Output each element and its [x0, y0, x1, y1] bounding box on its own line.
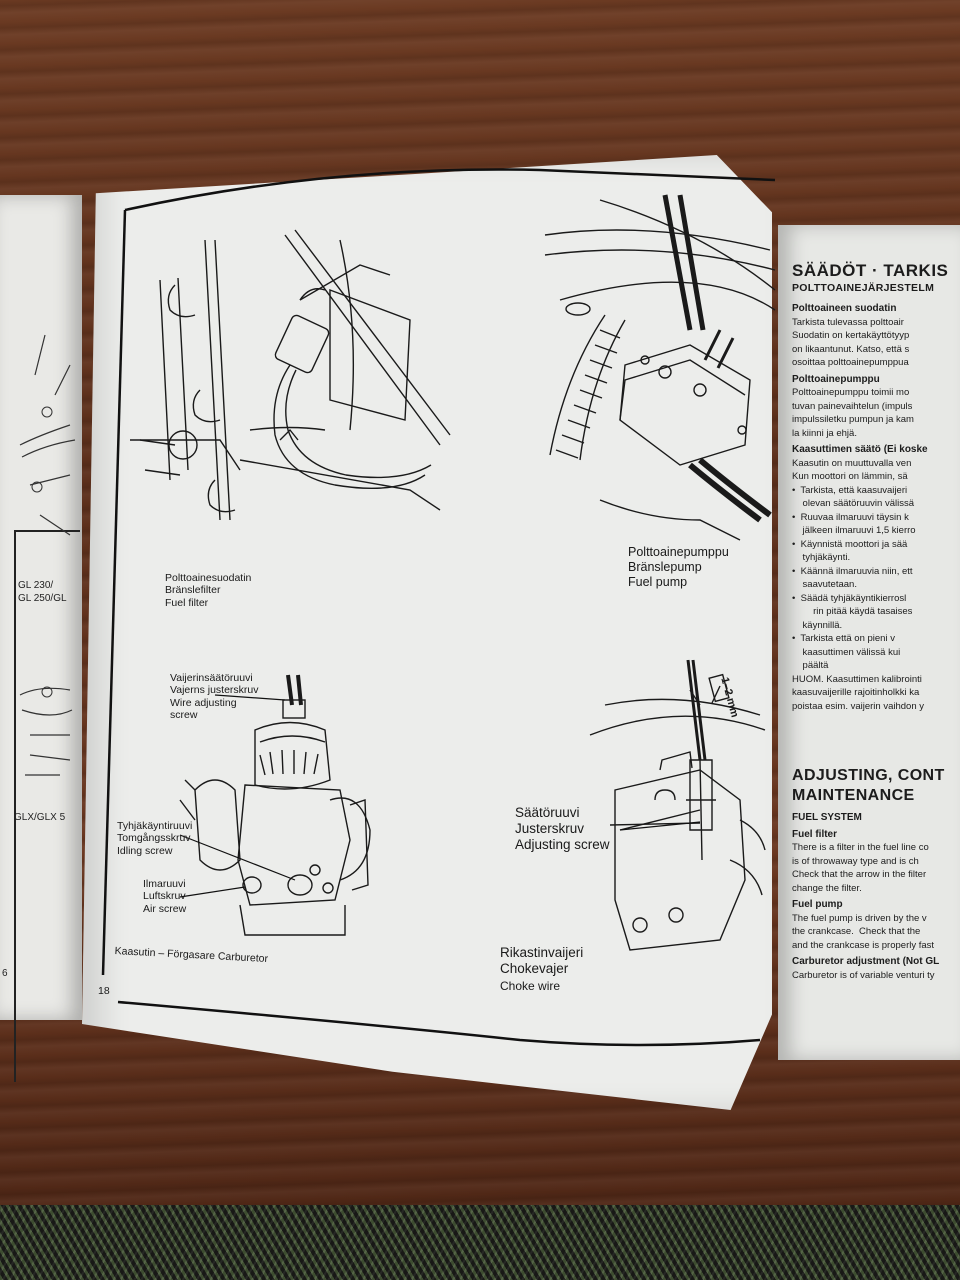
- left-label-gl250: GL 250/GL: [18, 593, 67, 604]
- frame-bottom-border: [117, 1000, 761, 1047]
- finnish-text-line: la kiinni ja ehjä.: [792, 427, 857, 439]
- finnish-text-line: • Käännä ilmaruuvia niin, ett: [792, 565, 913, 577]
- caption-fuel-filter: Polttoainesuodatin Bränslefilter Fuel fi…: [165, 572, 251, 609]
- frame-left-border: [101, 209, 127, 976]
- caption-adjusting-screw-sv: Justerskruv: [515, 820, 585, 836]
- finnish-text-line: tyhjäkäynti.: [792, 552, 851, 563]
- choke-wire-illustration: [589, 659, 766, 951]
- caption-choke-wire: Rikastinvaijeri Chokevajer Choke wire: [500, 945, 583, 993]
- fuel-pump-illustration: [544, 194, 776, 541]
- frame-top-border: [124, 168, 776, 212]
- center-page: [82, 155, 772, 1110]
- caption-choke-wire-fi: Rikastinvaijeri: [500, 945, 584, 960]
- finnish-text-line: on likaantunut. Katso, että s: [792, 343, 910, 355]
- caption-idling-screw-en: Idling screw: [117, 844, 173, 857]
- caption-fuel-filter-en: Fuel filter: [165, 596, 209, 609]
- caption-idling-screw-fi: Tyhjäkäyntiruuvi: [117, 820, 193, 832]
- finnish-text-line: impulssiletku pumpun ja kam: [792, 414, 914, 425]
- finnish-text-line: • Säädä tyhjäkäyntikierrosl: [792, 592, 907, 604]
- carpet: [0, 1205, 960, 1280]
- finnish-text-line: HUOM. Kaasuttimen kalibrointi: [792, 673, 922, 685]
- english-title-2: MAINTENANCE: [792, 787, 915, 804]
- finnish-text-line: Suodatin on kertakäyttötyyp: [792, 330, 910, 341]
- caption-wire-screw-en-2: screw: [170, 709, 198, 722]
- adjusting-screw-leader: [619, 821, 701, 831]
- right-page-title: SÄÄDÖT · TARKIS: [792, 261, 949, 280]
- caption-fuel-pump-fi: Polttoainepumppu: [628, 545, 729, 559]
- finnish-text-heading: Kaasuttimen säätö (Ei koske: [792, 444, 928, 455]
- finnish-text-line: saavutetaan.: [792, 579, 857, 590]
- finnish-text-line: jälkeen ilmaruuvi 1,5 kierro: [792, 525, 916, 536]
- english-text-heading: Fuel filter: [792, 828, 838, 840]
- left-page: GL 230/ GL 250/GL GLX/GLX 5 6: [0, 195, 82, 1082]
- english-text-line: change the filter.: [792, 882, 862, 894]
- caption-wire-screw-fi: Vaijerinsäätöruuvi: [170, 672, 253, 684]
- caption-fuel-filter-fi: Polttoainesuodatin: [165, 572, 252, 584]
- finnish-text-line: kaasuvaijerille rajoitinholkki ka: [792, 687, 920, 698]
- finnish-text-line: • Tarkista että on pieni v: [792, 633, 895, 644]
- english-text-heading: Fuel pump: [792, 899, 843, 910]
- left-label-gl230: GL 230/: [18, 580, 54, 591]
- finnish-text-line: käynnillä.: [792, 619, 843, 631]
- caption-fuel-pump: Polttoainepumppu Bränslepump Fuel pump: [628, 545, 729, 589]
- caption-wire-screw-en: Wire adjusting: [170, 696, 237, 709]
- finnish-text-line: • Tarkista, että kaasuvaijeri: [792, 484, 908, 496]
- right-page-subtitle: POLTTOAINEJÄRJESTELM: [792, 282, 935, 294]
- caption-adjusting-screw-en: Adjusting screw: [515, 836, 610, 852]
- english-text-line: There is a filter in the fuel line co: [792, 842, 929, 853]
- caption-choke-wire-en: Choke wire: [500, 978, 561, 993]
- left-label-glx: GLX/GLX 5: [14, 812, 66, 823]
- fuel-filter-illustration: [130, 229, 451, 521]
- finnish-text-line: päältä: [792, 660, 829, 671]
- english-text-line: and the crankcase is properly fast: [792, 939, 935, 951]
- carburetor-leader-lines: [179, 694, 296, 898]
- finnish-text-heading: Polttoaineen suodatin: [792, 303, 897, 314]
- finnish-text-line: • Käynnistä moottori ja sää: [792, 538, 908, 550]
- english-title-1: ADJUSTING, CONT: [792, 767, 945, 784]
- finnish-text-line: Kaasutin on muuttuvalla ven: [792, 457, 912, 469]
- right-page: SÄÄDÖT · TARKIS POLTTOAINEJÄRJESTELM Pol…: [778, 225, 960, 1060]
- finnish-text-line: osoittaa polttoainepumppua: [792, 357, 909, 368]
- finnish-text-heading: Polttoainepumppu: [792, 373, 880, 385]
- caption-fuel-pump-en: Fuel pump: [628, 574, 688, 589]
- center-page-number: 18: [98, 985, 110, 997]
- english-text-heading: Carburetor adjustment (Not GL: [792, 956, 940, 967]
- caption-air-screw-fi: Ilmaruuvi: [143, 878, 186, 890]
- english-text-heading: FUEL SYSTEM: [792, 812, 862, 823]
- finnish-text-line: • Ruuvaa ilmaruuvi täysin k: [792, 511, 909, 523]
- caption-fuel-filter-sv: Bränslefilter: [165, 584, 221, 597]
- left-page-number: 6: [2, 968, 8, 979]
- caption-air-screw: Ilmaruuvi Luftskruv Air screw: [143, 878, 186, 915]
- english-text-line: Carburetor is of variable venturi ty: [792, 969, 935, 981]
- finnish-text-line: rin pitää käydä tasaises: [792, 606, 913, 617]
- finnish-text-line: kaasuttimen välissä kui: [792, 646, 901, 658]
- caption-adjusting-screw: Säätöruuvi Justerskruv Adjusting screw: [515, 805, 610, 853]
- left-page-frame: [14, 530, 80, 1082]
- caption-wire-screw-sv: Vajerns justerskruv: [170, 684, 259, 697]
- finnish-text-line: poistaa esim. vaijerin vaihdon y: [792, 700, 925, 712]
- english-text-line: the crankcase. Check that the: [792, 926, 921, 937]
- caption-air-screw-en: Air screw: [143, 902, 187, 915]
- caption-wire-adjusting-screw: Vaijerinsäätöruuvi Vajerns justerskruv W…: [170, 672, 259, 722]
- finnish-text-line: tuvan painevaihtelun (impuls: [792, 400, 913, 412]
- caption-air-screw-sv: Luftskruv: [143, 890, 186, 903]
- carburetor-illustration: [179, 674, 371, 936]
- caption-fuel-pump-sv: Bränslepump: [628, 559, 702, 574]
- finnish-text-line: olevan säätöruuvin välissä: [792, 498, 914, 509]
- caption-idling-screw: Tyhjäkäyntiruuvi Tomgångsskruv Idling sc…: [117, 820, 192, 857]
- caption-choke-wire-sv: Chokevajer: [500, 960, 569, 976]
- finnish-text-line: Kun moottori on lämmin, sä: [792, 471, 908, 482]
- english-text-line: is of throwaway type and is ch: [792, 855, 919, 867]
- caption-idling-screw-sv: Tomgångsskruv: [117, 832, 191, 845]
- english-text-line: Check that the arrow in the filter: [792, 869, 927, 880]
- finnish-text-line: Polttoainepumppu toimii mo: [792, 387, 910, 398]
- finnish-text-line: Tarkista tulevassa polttoair: [792, 316, 904, 328]
- left-page-illustration: [19, 334, 76, 776]
- caption-adjusting-screw-fi: Säätöruuvi: [515, 805, 580, 820]
- english-text-line: The fuel pump is driven by the v: [792, 912, 927, 924]
